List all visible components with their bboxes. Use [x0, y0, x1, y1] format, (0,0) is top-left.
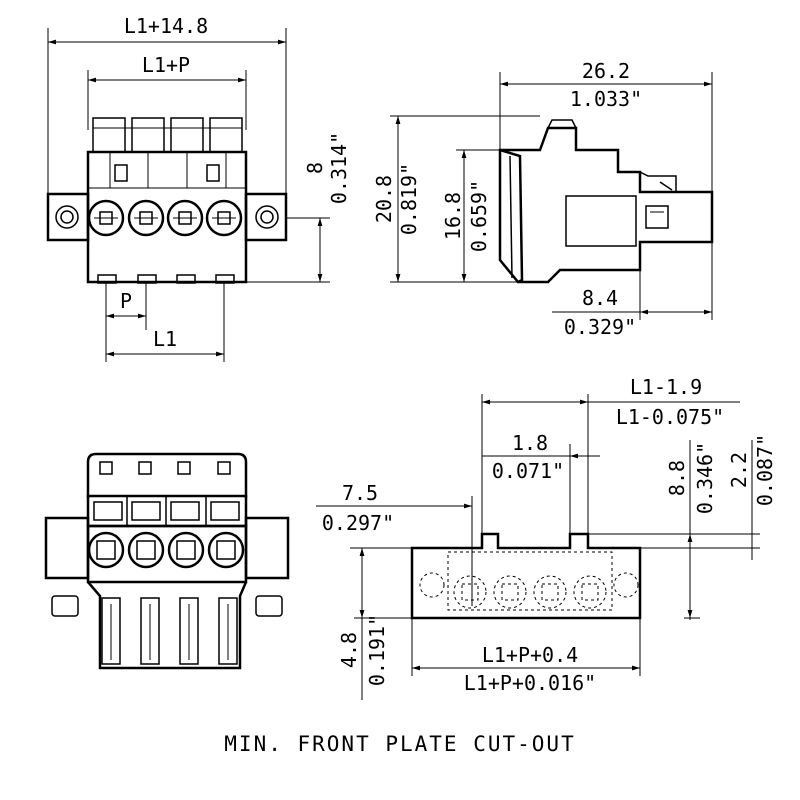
- dim-notch-in: 0.087": [753, 434, 777, 506]
- side-view: 26.2 1.033" 20.8 0.819" 16.8 0.659" 8.4 …: [372, 59, 714, 339]
- dim-pin-mm: 8.4: [582, 286, 618, 310]
- dim-notch-mm: 2.2: [727, 452, 751, 488]
- dim-lower-mm: 4.8: [337, 632, 361, 668]
- dim-side-inner-in: 0.659": [467, 180, 491, 252]
- dim-pin-in: 0.329": [564, 315, 636, 339]
- dim-plate-in: L1+P+0.016": [464, 671, 596, 695]
- connector-front-view: [44, 452, 290, 670]
- dim-side-depth-mm: 26.2: [582, 59, 630, 83]
- dim-side-depth-in: 1.033": [570, 87, 642, 111]
- dim-side-inner-mm: 16.8: [441, 192, 465, 240]
- dim-offset-in: 0.071": [492, 459, 564, 483]
- dim-front-height-in: 0.314": [327, 132, 351, 204]
- dim-lower-in: 0.191": [365, 614, 389, 686]
- dim-pitch: P: [120, 289, 132, 313]
- dim-cutout-height-mm: 8.8: [665, 460, 689, 496]
- dim-plate-mm: L1+P+0.4: [482, 643, 578, 667]
- dim-side-height-mm: 20.8: [372, 175, 396, 223]
- dim-left-in: 0.297": [322, 511, 394, 535]
- dim-side-height-in: 0.819": [397, 163, 421, 235]
- dim-pitch-span: L1+P: [142, 53, 190, 77]
- dim-span: L1: [153, 327, 177, 351]
- cutout-view: L1-1.9 L1-0.075" 1.8 0.071" 8.8 0.346" 2…: [316, 375, 777, 700]
- dim-cutout-width-mm: L1-1.9: [630, 375, 702, 399]
- dim-cutout-width-in: L1-0.075": [616, 405, 724, 429]
- dim-overall-width: L1+14.8: [124, 14, 208, 38]
- dim-cutout-height-in: 0.346": [693, 442, 717, 514]
- drawing-caption: MIN. FRONT PLATE CUT-OUT: [224, 732, 576, 756]
- front-view: L1+14.8 L1+P: [46, 14, 351, 362]
- dim-front-height-mm: 8: [303, 162, 327, 174]
- dim-left-mm: 7.5: [342, 481, 378, 505]
- dim-offset-mm: 1.8: [512, 431, 548, 455]
